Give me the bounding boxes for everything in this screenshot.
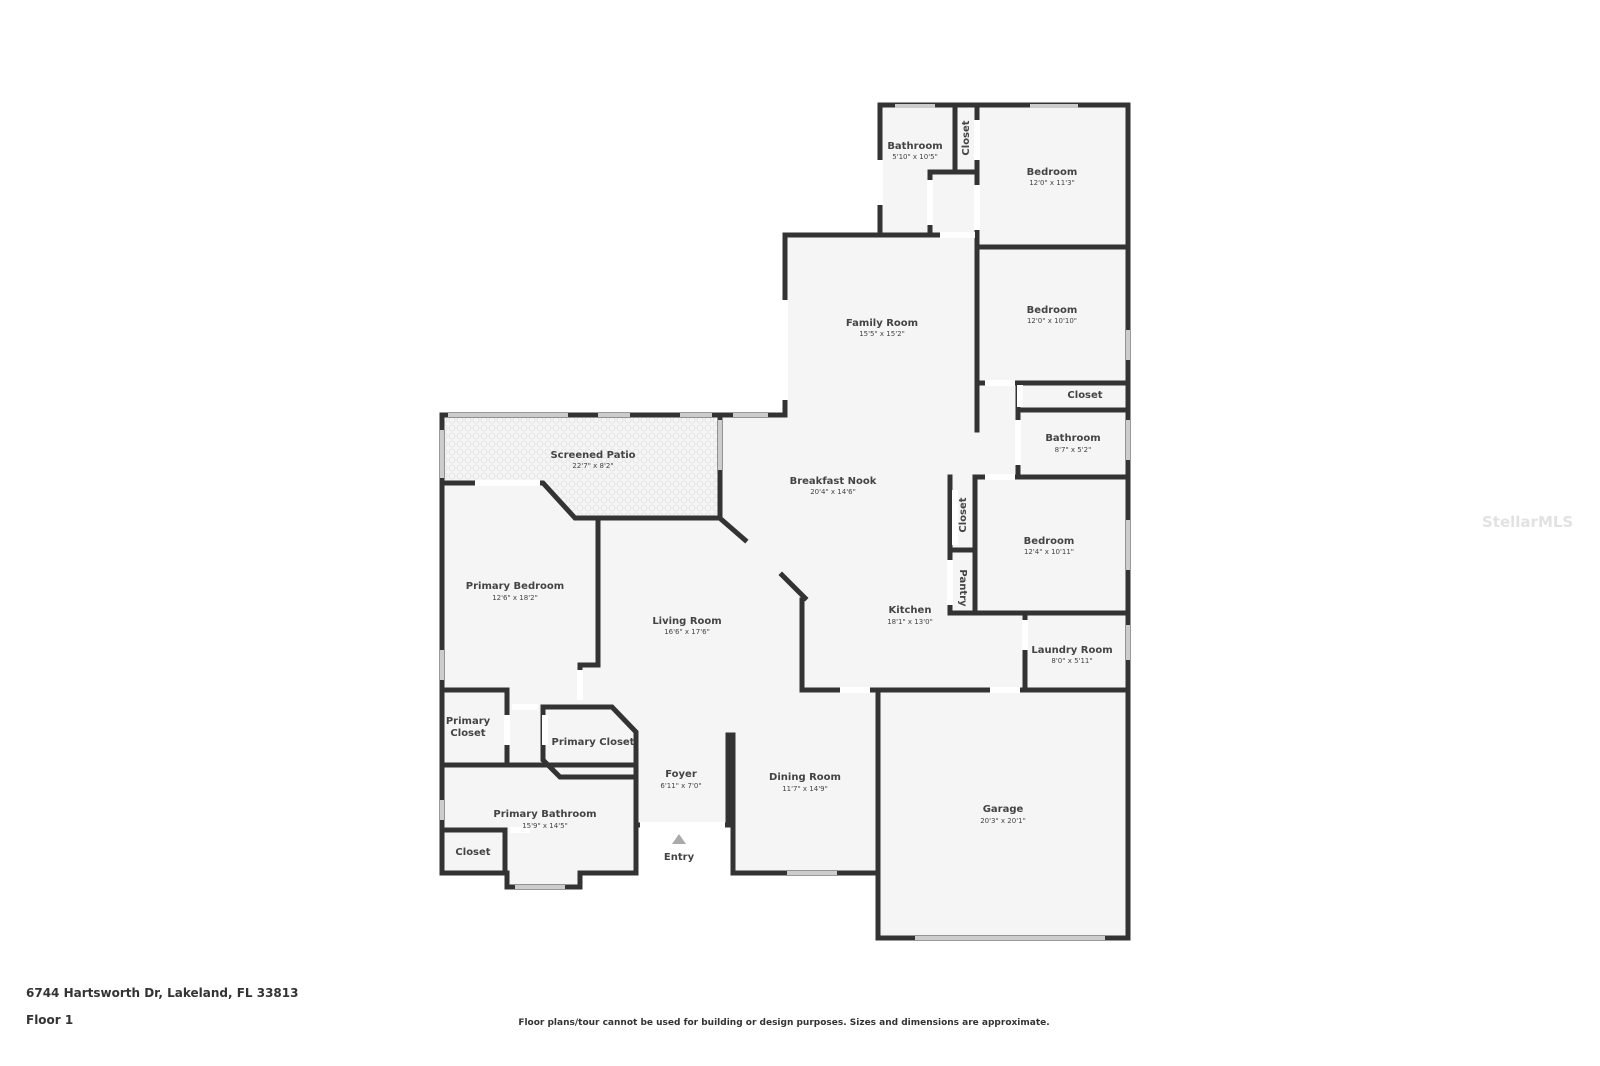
room-name: Bedroom <box>1027 167 1078 178</box>
room-name: Living Room <box>652 616 721 627</box>
room-dims: 20'3" x 20'1" <box>980 817 1026 825</box>
room-dims: 18'1" x 13'0" <box>887 618 933 626</box>
address: 6744 Hartsworth Dr, Lakeland, FL 33813 <box>26 986 299 1000</box>
room-name: Bathroom <box>1045 433 1100 444</box>
room-name: Kitchen <box>889 605 932 616</box>
room-name: Family Room <box>846 318 918 329</box>
room-name: Closet <box>1067 390 1102 401</box>
room-dims: 8'0" x 5'11" <box>1051 657 1092 665</box>
room-name: Laundry Room <box>1031 645 1112 656</box>
room-dims: 6'11" x 7'0" <box>660 782 701 790</box>
room-dims: 22'7" x 8'2" <box>572 462 613 470</box>
room-name: Dining Room <box>769 772 841 783</box>
room-name: Closet <box>961 120 972 155</box>
room-name: Bedroom <box>1027 305 1078 316</box>
room-name: Foyer <box>665 769 697 780</box>
room-dims: 11'7" x 14'9" <box>782 785 828 793</box>
room-name: Closet <box>450 728 485 739</box>
room-dims: 12'0" x 10'10" <box>1027 317 1077 325</box>
room-name: Bathroom <box>887 141 942 152</box>
room-name: Closet <box>958 497 969 532</box>
watermark: StellarMLS <box>1482 513 1574 531</box>
room-dims: 12'0" x 11'3" <box>1029 179 1075 187</box>
room-name: Primary <box>446 716 491 727</box>
disclaimer: Floor plans/tour cannot be used for buil… <box>518 1018 1050 1028</box>
room-dims: 15'5" x 15'2" <box>859 330 905 338</box>
room-name: Primary Bathroom <box>493 809 596 820</box>
room-dims: 15'9" x 14'5" <box>522 822 568 830</box>
room-labels: Bathroom 5'10" x 10'5" Closet Bedroom 12… <box>446 120 1113 858</box>
room-name: Closet <box>455 847 490 858</box>
room-dims: 20'4" x 14'6" <box>810 488 856 496</box>
entry-label: Entry <box>664 852 695 863</box>
room-name: Garage <box>983 804 1024 815</box>
room-name: Breakfast Nook <box>790 476 877 487</box>
room-name: Screened Patio <box>550 450 635 461</box>
windows <box>440 104 1130 940</box>
room-dims: 12'4" x 10'11" <box>1024 548 1074 556</box>
room-dims: 16'6" x 17'6" <box>664 628 710 636</box>
floor-areas <box>442 105 1128 938</box>
floor-label: Floor 1 <box>26 1013 74 1027</box>
room-name: Pantry <box>957 569 968 607</box>
room-name: Bedroom <box>1024 536 1075 547</box>
entry-arrow-icon <box>672 834 686 844</box>
room-name: Primary Closet <box>552 737 635 748</box>
room-name: Primary Bedroom <box>466 581 564 592</box>
room-dims: 12'6" x 18'2" <box>492 594 538 602</box>
room-dims: 5'10" x 10'5" <box>892 153 938 161</box>
room-dims: 8'7" x 5'2" <box>1055 446 1092 454</box>
